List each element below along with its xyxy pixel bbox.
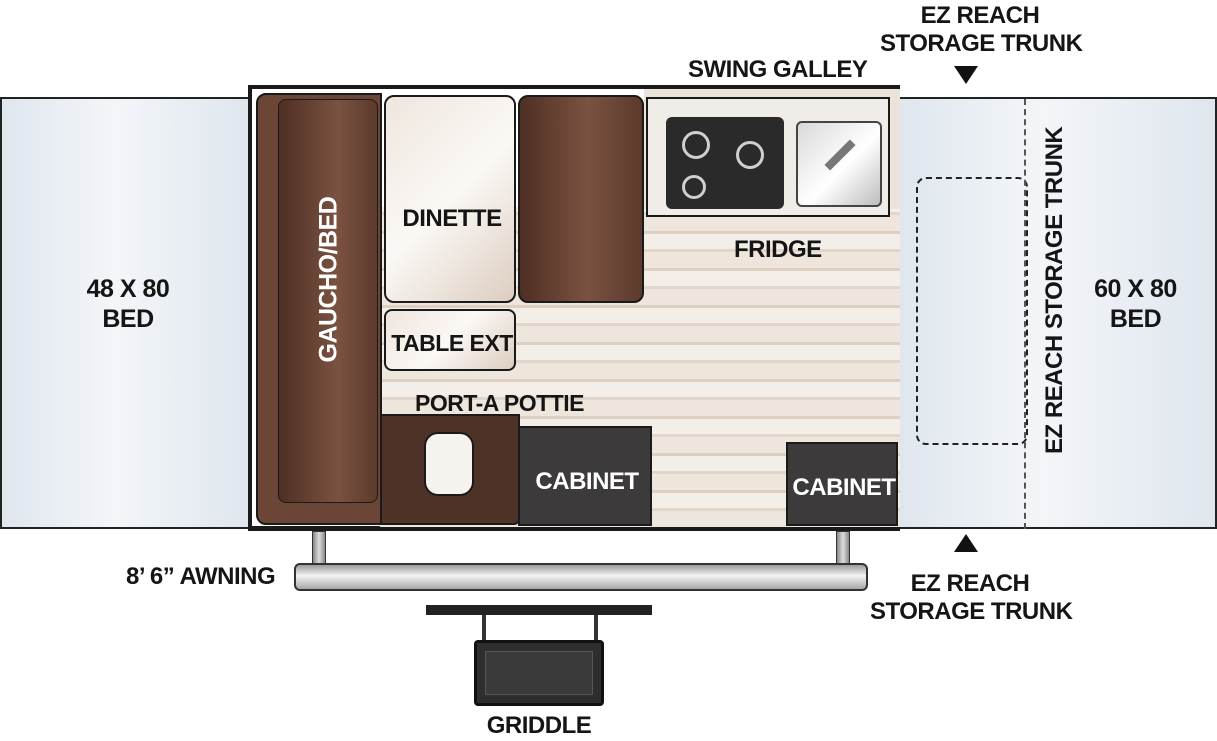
port-a-pottie: [424, 432, 474, 496]
swing-galley: [646, 97, 890, 217]
left-bed-type: BED: [102, 305, 154, 333]
port-a-pottie-label: PORT-A POTTIE: [415, 390, 585, 416]
griddle-bar: [426, 605, 652, 615]
cabinet-left: CABINET: [518, 426, 652, 526]
trunk-bottom-label: EZ REACH STORAGE TRUNK: [870, 570, 1073, 626]
awning-post-left: [312, 531, 326, 565]
trunk-top-line1: EZ REACH: [920, 2, 1040, 29]
fridge-label: FRIDGE: [734, 236, 822, 263]
dinette-bench: [518, 95, 644, 303]
cabinet-left-label: CABINET: [535, 468, 639, 495]
arrow-down-icon: [954, 66, 978, 84]
left-bed-label: 48 X 80 BED: [2, 274, 254, 334]
table-ext-label: TABLE EXT: [391, 330, 513, 356]
griddle-label: GRIDDLE: [486, 712, 592, 739]
right-bed: 60 X 80 BED: [898, 97, 1217, 529]
bed-fold-line: [1024, 99, 1026, 529]
right-bed-label: 60 X 80 BED: [1068, 274, 1203, 334]
dinette-label: DINETTE: [402, 205, 502, 232]
awning-post-right: [836, 531, 850, 565]
left-bed-size: 48 X 80: [86, 275, 170, 303]
storage-trunk-dashed: [916, 177, 1028, 445]
trunk-top-label: EZ REACH STORAGE TRUNK: [880, 2, 1083, 58]
burner-icon: [682, 175, 706, 199]
burner-icon: [736, 141, 764, 169]
griddle-surface: [485, 651, 593, 695]
griddle-arm-right: [594, 615, 598, 643]
griddle: [474, 640, 604, 706]
cabinet-right: CABINET: [786, 442, 898, 526]
gaucho-seat: [278, 99, 378, 503]
right-bed-type: BED: [1109, 305, 1162, 333]
griddle-arm-left: [482, 615, 486, 643]
sink: [796, 121, 882, 207]
swing-galley-label: SWING GALLEY: [688, 56, 868, 83]
left-bed: 48 X 80 BED: [0, 97, 252, 529]
trunk-bottom-line1: EZ REACH: [910, 570, 1030, 597]
trunk-bottom-line2: STORAGE TRUNK: [870, 598, 1073, 625]
cabinet-right-label: CABINET: [792, 474, 896, 501]
trunk-top-line2: STORAGE TRUNK: [880, 30, 1083, 57]
awning: [294, 563, 868, 591]
gaucho-label: GAUCHO/BED: [314, 196, 343, 363]
trunk-side-label: EZ REACH STORAGE TRUNK: [1041, 126, 1068, 454]
gaucho-bed: GAUCHO/BED: [256, 93, 382, 525]
table-extension: TABLE EXT: [384, 309, 516, 371]
arrow-up-icon: [954, 534, 978, 552]
stove: [666, 117, 784, 209]
faucet-icon: [824, 139, 856, 171]
awning-label: 8’ 6” AWNING: [126, 563, 276, 590]
right-bed-size: 60 X 80: [1094, 275, 1177, 303]
dinette-table: DINETTE: [384, 95, 516, 303]
burner-icon: [682, 131, 710, 159]
